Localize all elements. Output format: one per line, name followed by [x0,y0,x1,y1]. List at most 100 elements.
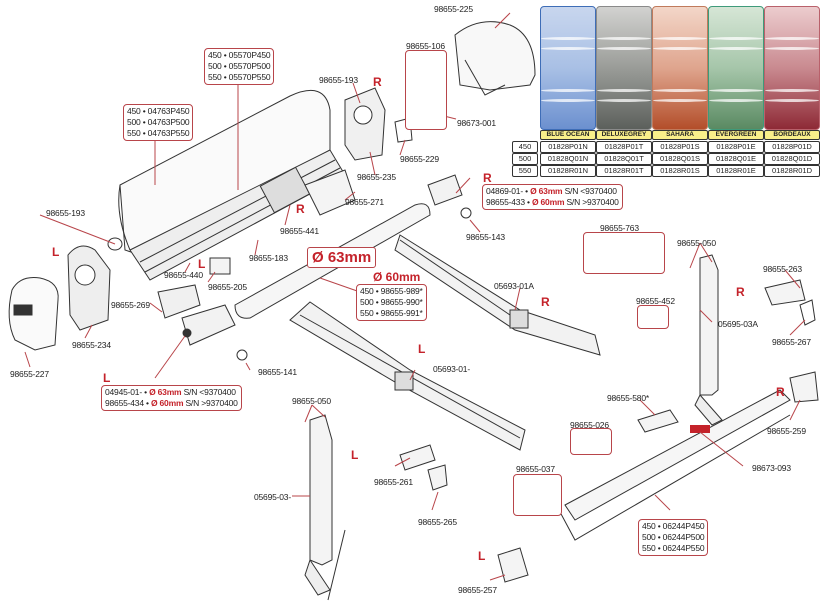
side-marker-right: R [541,295,550,309]
box-line: 550 • 04763P550 [127,128,190,138]
part-label: 98655-183 [249,253,288,263]
part-label: 98655-193 [319,75,358,85]
side-marker-left: L [351,448,359,462]
swatch-sahara [652,6,708,130]
color-name-evergreen: EVERGREEN [708,130,764,140]
part-label: 98655-259 [767,426,806,436]
part-label: 98655-441 [280,226,319,236]
part-label: 98655-265 [418,517,457,527]
side-marker-right: R [483,171,492,185]
code-cell: 01828P01D [764,141,820,153]
part-group-037-box [513,474,562,516]
box-line: 450 • 06244P450 [642,521,705,531]
part-label: 98655-225 [434,4,473,14]
part-label: 98655-205 [208,282,247,292]
side-marker-left: L [478,549,486,563]
code-cell: 01828R01T [596,165,652,177]
side-marker-right: R [373,75,382,89]
spring-left-line-1: 04945-01- • Ø 63mm S/N <9370400 [105,387,236,397]
end-cap-left-cover [8,277,59,351]
part-label: 05695-03- [254,492,291,502]
leg-left [309,414,333,566]
color-name-bordeaux: BORDEAUX [764,130,820,140]
code-cell: 01828Q01D [764,153,820,165]
swatch-bordeaux [764,6,820,130]
case-part-box: 450 • 04763P450 500 • 04763P500 550 • 04… [123,104,194,141]
part-label: 98655-193 [46,208,85,218]
size-cell: 550 [512,165,538,177]
box-line: 500 • 98655-990* [360,297,423,307]
part-label: 98655-269 [111,300,150,310]
side-marker-left: L [52,245,60,259]
front-rail-part-box: 450 • 05570P450 500 • 05570P500 550 • 05… [204,48,275,85]
code-cell: 01828R01E [708,165,764,177]
color-name-sahara: SAHARA [652,130,708,140]
spring-left [181,304,236,346]
code-cell: 01828P01S [652,141,708,153]
part-group-763-box [583,232,665,274]
part-label: 98655-037 [516,464,555,474]
part-label: 98655-050 [677,238,716,248]
part-label: 98655-763 [600,223,639,233]
code-cell: 01828Q01N [540,153,596,165]
code-cell: 01828Q01T [596,153,652,165]
part-label: 98655-440 [164,270,203,280]
side-marker-left: L [418,342,426,356]
part-label: 98655-106 [406,41,445,51]
code-cell: 01828R01N [540,165,596,177]
part-label: 98655-234 [72,340,111,350]
side-marker-right: R [296,202,305,216]
box-line: 550 • 06244P550 [642,543,705,553]
code-cell: 01828P01N [540,141,596,153]
end-cap-left [67,245,111,331]
spring-right-box: 04869-01- • Ø 63mm S/N <9370400 98655-43… [482,184,623,210]
part-label: 05693-01- [433,364,470,374]
size-cell: 450 [512,141,538,153]
box-line: 500 • 05570P500 [208,61,271,71]
swatch-deluxegrey [596,6,652,130]
lead-rail-part-box: 450 • 06244P450 500 • 06244P500 550 • 06… [638,519,709,556]
side-marker-right: R [776,385,785,399]
box-line: 450 • 05570P450 [208,50,271,60]
diameter-63-label: Ø 63mm [307,247,377,268]
box-line: 450 • 98655-989* [360,286,423,296]
box-line: 450 • 04763P450 [127,106,190,116]
box-line: 500 • 06244P500 [642,532,705,542]
tube-60-part-box: 450 • 98655-989* 500 • 98655-990* 550 • … [356,284,427,321]
code-cell: 01828P01E [708,141,764,153]
part-label: 98655-580* [607,393,649,403]
box-line: 550 • 05570P550 [208,72,271,82]
lead-rail [564,389,791,521]
part-group-452-box [637,305,669,329]
swatch-blue-ocean [540,6,596,130]
side-marker-left: L [103,371,111,385]
box-line: 500 • 04763P500 [127,117,190,127]
size-cell: 500 [512,153,538,165]
part-group-026-box [570,428,612,455]
part-label: 98655-026 [570,420,609,430]
code-cell: 01828P01T [596,141,652,153]
swatch-evergreen [708,6,764,130]
part-label: 98655-261 [374,477,413,487]
diameter-60-label: Ø 60mm [373,270,421,284]
part-label: 98673-001 [457,118,496,128]
part-label: 98655-229 [400,154,439,164]
part-label: 98655-257 [458,585,497,595]
code-cell: 01828R01S [652,165,708,177]
part-label: 98655-263 [763,264,802,274]
code-cell: 01828Q01S [652,153,708,165]
part-label: 98655-235 [357,172,396,182]
spring-right [427,174,463,206]
part-label: 98655-141 [258,367,297,377]
side-marker-right: R [736,285,745,299]
part-label: 98655-267 [772,337,811,347]
color-name-deluxegrey: DELUXEGREY [596,130,652,140]
end-cap-right-cover [454,21,536,91]
part-label: 05693-01A [494,281,534,291]
color-name-blue-ocean: BLUE OCEAN [540,130,596,140]
side-marker-left: L [198,257,206,271]
part-label: 98673-093 [752,463,791,473]
part-group-106-box [405,50,447,130]
spring-right-line-1: 04869-01- • Ø 63mm S/N <9370400 [486,186,617,196]
part-label: 98655-143 [466,232,505,242]
